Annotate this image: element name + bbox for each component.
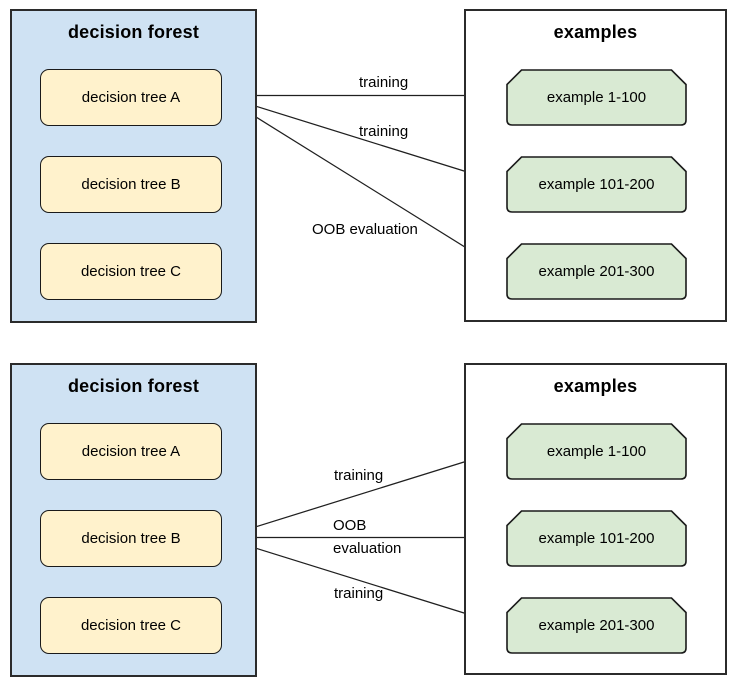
- tree-node-b: decision tree B: [40, 156, 222, 213]
- tree-node-label: decision tree B: [81, 176, 181, 193]
- examples-title: examples: [553, 22, 638, 42]
- decision-forest-box: decision forest decision tree A decision…: [10, 9, 257, 323]
- arrow-label-training: training: [334, 467, 384, 484]
- arrow-label-oob-evaluation: OOB evaluation: [333, 517, 402, 557]
- example-node-101-200: example 101-200: [506, 156, 687, 213]
- tree-node-b: decision tree B: [40, 510, 222, 567]
- examples-box: examples example 1-100 example 101-200 e…: [464, 9, 727, 322]
- example-node-101-200: example 101-200: [506, 510, 687, 567]
- card-shape: [506, 69, 687, 126]
- card-shape: [506, 423, 687, 480]
- tree-node-label: decision tree A: [81, 443, 181, 460]
- tree-node-label: decision tree B: [81, 530, 181, 547]
- tree-node-label: decision tree C: [80, 263, 182, 280]
- arrow-label-oob-evaluation: OOB evaluation: [312, 221, 418, 238]
- arrow-label-training: training: [359, 74, 409, 91]
- panel-bottom: decision forest decision tree A decision…: [0, 363, 737, 677]
- examples-box: examples example 1-100 example 101-200 e…: [464, 363, 727, 675]
- tree-node-label: decision tree A: [81, 89, 181, 106]
- tree-node-label: decision tree C: [80, 617, 182, 634]
- tree-node-c: decision tree C: [40, 243, 222, 300]
- arrow-label-training: training: [334, 585, 384, 602]
- decision-forest-title: decision forest: [67, 376, 200, 396]
- example-node-label: example 201-300: [538, 263, 655, 280]
- example-node-label: example 1-100: [546, 89, 647, 106]
- panel-top: decision forest decision tree A decision…: [0, 9, 737, 323]
- decision-forest-title: decision forest: [67, 22, 200, 42]
- example-node-201-300: example 201-300: [506, 243, 687, 300]
- tree-node-a: decision tree A: [40, 423, 222, 480]
- card-shape: [506, 156, 687, 213]
- card-shape: [506, 597, 687, 654]
- decision-forest-box: decision forest decision tree A decision…: [10, 363, 257, 677]
- example-node-label: example 101-200: [538, 176, 655, 193]
- examples-title: examples: [553, 376, 638, 396]
- tree-node-a: decision tree A: [40, 69, 222, 126]
- example-node-1-100: example 1-100: [506, 423, 687, 480]
- example-node-label: example 201-300: [538, 617, 655, 634]
- arrow-label-training: training: [359, 123, 409, 140]
- example-node-1-100: example 1-100: [506, 69, 687, 126]
- example-node-201-300: example 201-300: [506, 597, 687, 654]
- card-shape: [506, 510, 687, 567]
- tree-node-c: decision tree C: [40, 597, 222, 654]
- example-node-label: example 101-200: [538, 530, 655, 547]
- card-shape: [506, 243, 687, 300]
- example-node-label: example 1-100: [546, 443, 647, 460]
